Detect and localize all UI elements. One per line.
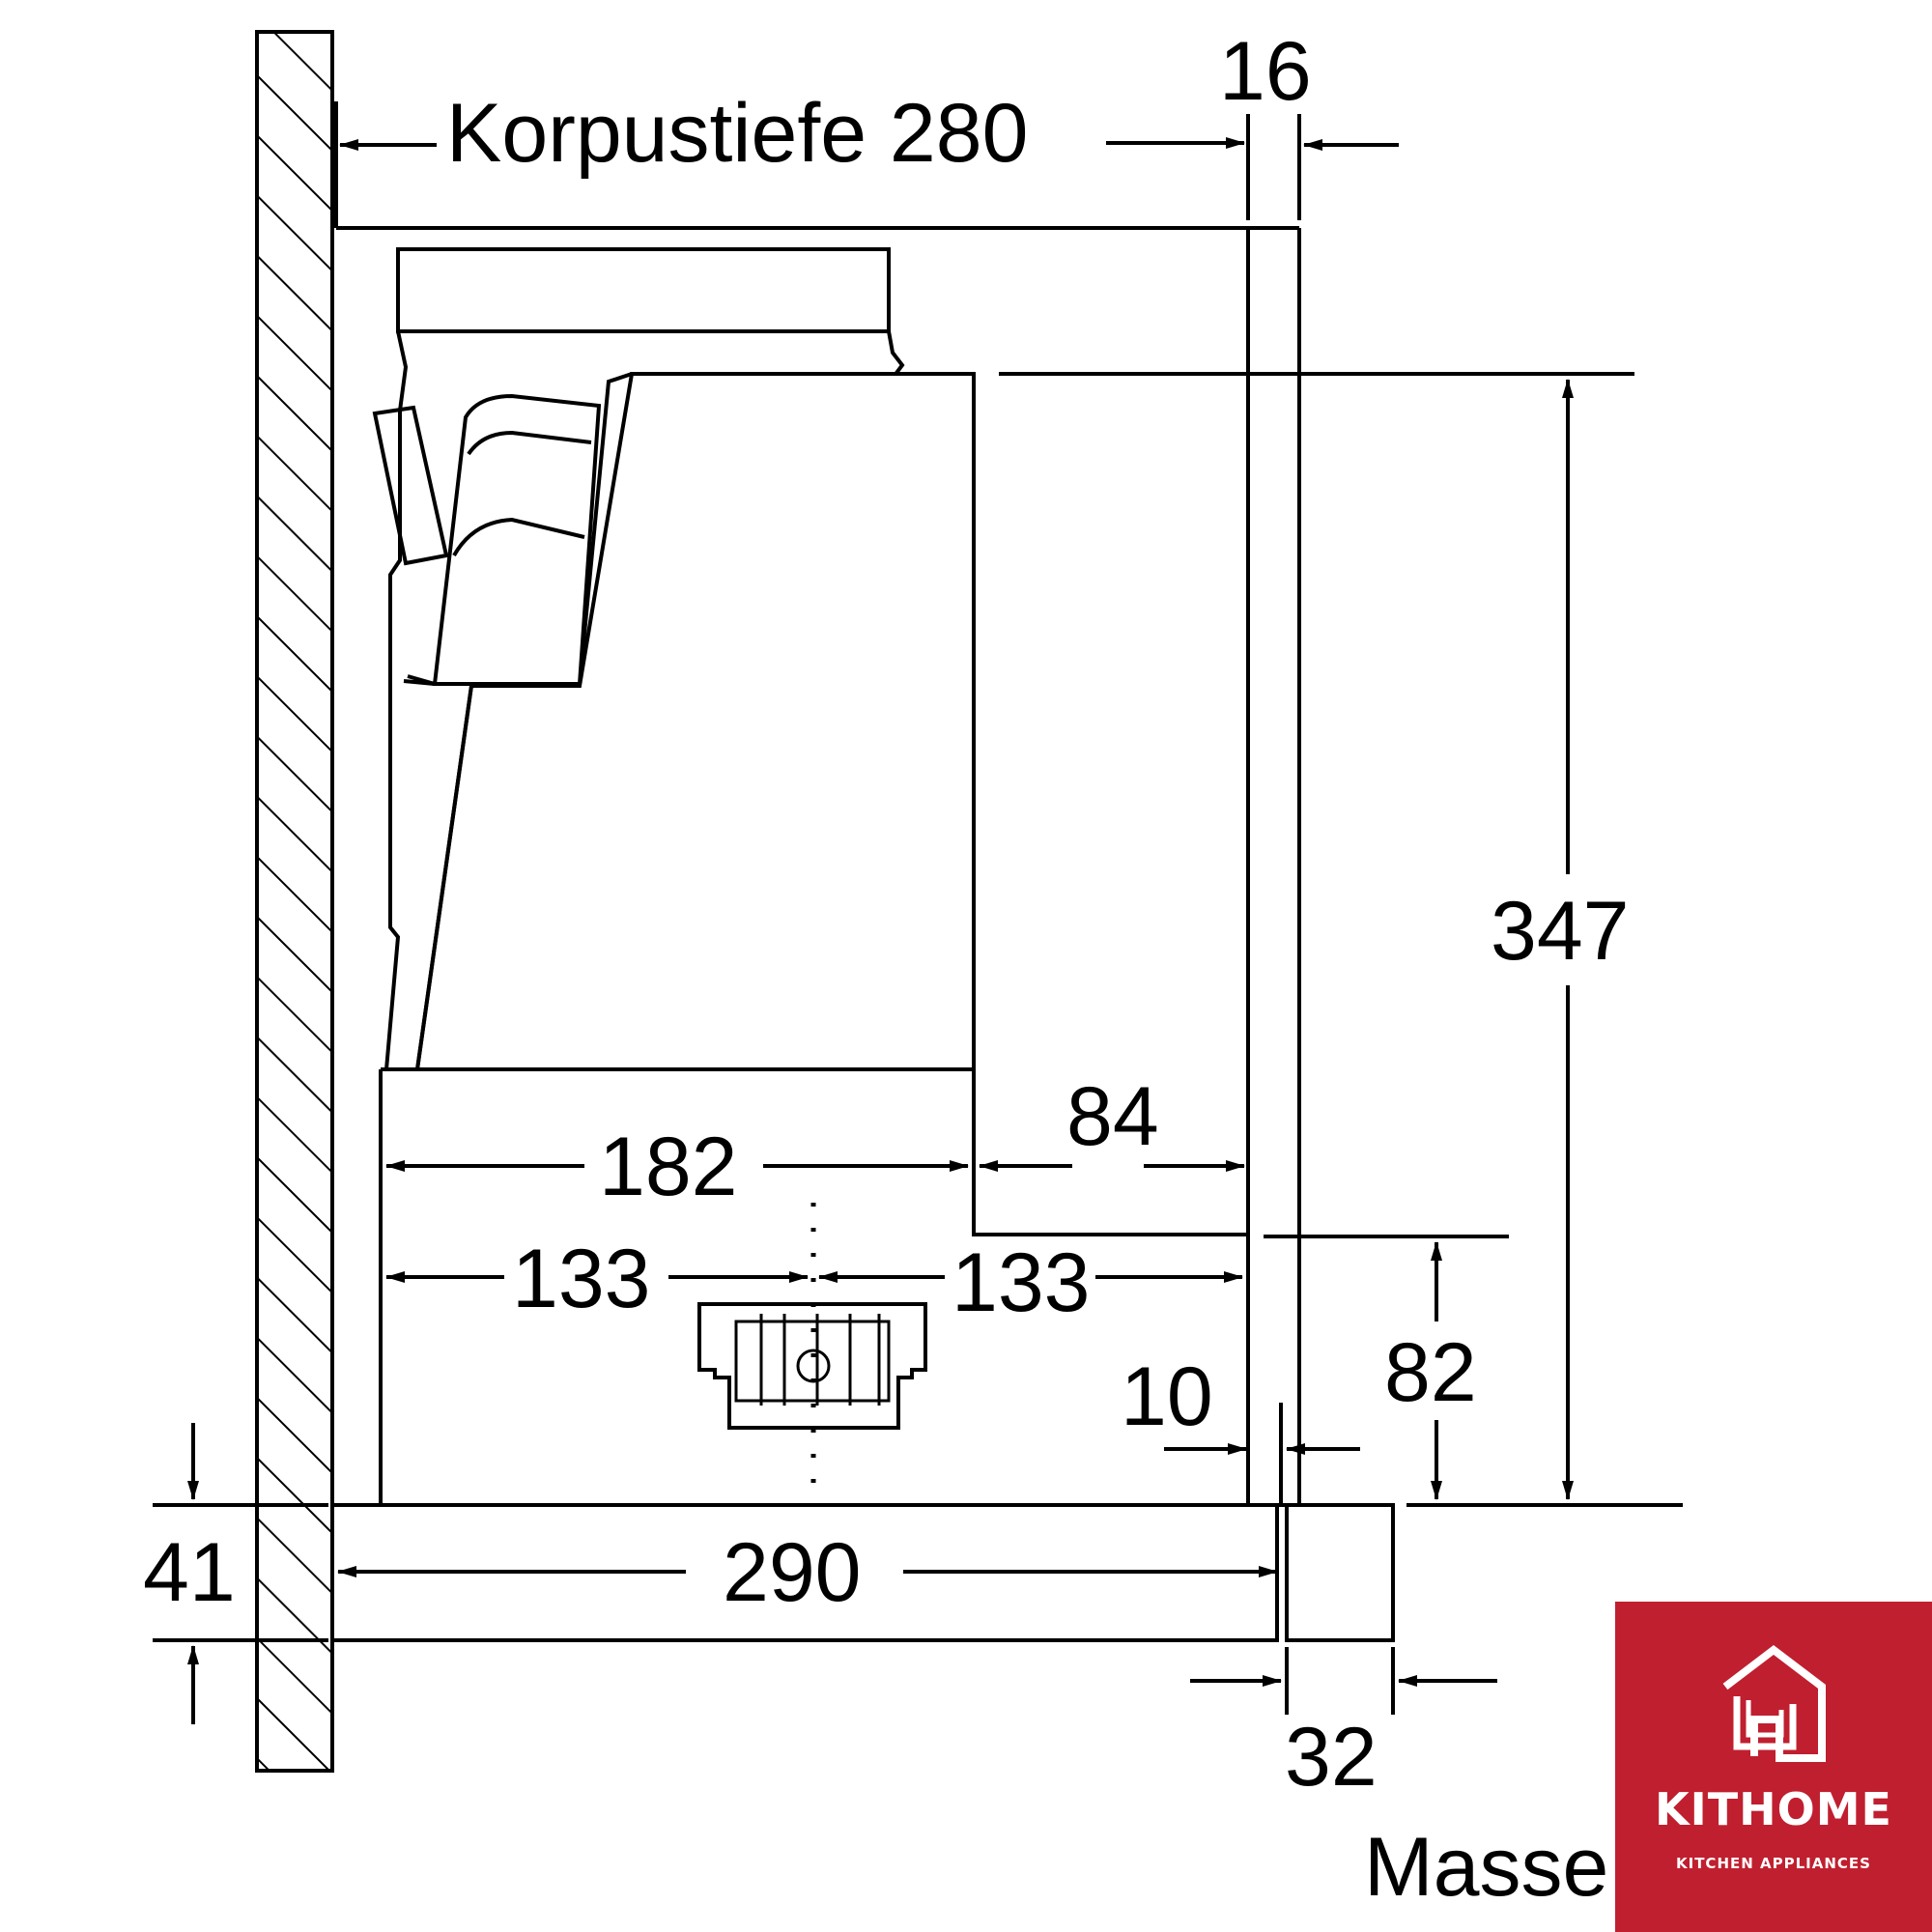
label-gap-10: 10 xyxy=(1121,1350,1213,1443)
label-height-82: 82 xyxy=(1384,1326,1477,1419)
label-width-84: 84 xyxy=(1066,1070,1159,1163)
house-logo-icon xyxy=(1722,1644,1826,1762)
label-front-32: 32 xyxy=(1285,1711,1378,1804)
motor-unit xyxy=(697,1203,927,1483)
label-width-182: 182 xyxy=(599,1121,738,1213)
brand-name: KITHOME xyxy=(1655,1783,1892,1835)
label-offset-left: 133 xyxy=(512,1233,651,1325)
front-panel xyxy=(330,1403,1395,1642)
cabinet-outline xyxy=(334,101,1301,1505)
extension-lines xyxy=(153,114,1683,1715)
brand-watermark: KITHOME KITCHEN APPLIANCES xyxy=(1615,1602,1932,1932)
label-cabinet-depth: Korpustiefe 280 xyxy=(446,87,1028,180)
label-offset-right: 133 xyxy=(952,1236,1091,1329)
wall xyxy=(255,30,334,1773)
label-height-41: 41 xyxy=(143,1526,236,1619)
label-depth-290: 290 xyxy=(723,1526,862,1619)
duct-box xyxy=(396,247,905,412)
brand-tagline: KITCHEN APPLIANCES xyxy=(1676,1855,1871,1872)
label-panel-thickness: 16 xyxy=(1219,25,1312,118)
footer-text: Masse xyxy=(1364,1821,1608,1914)
label-height-total: 347 xyxy=(1491,885,1630,978)
hood-body xyxy=(372,372,976,1071)
dimension-arrows xyxy=(187,137,1574,1724)
